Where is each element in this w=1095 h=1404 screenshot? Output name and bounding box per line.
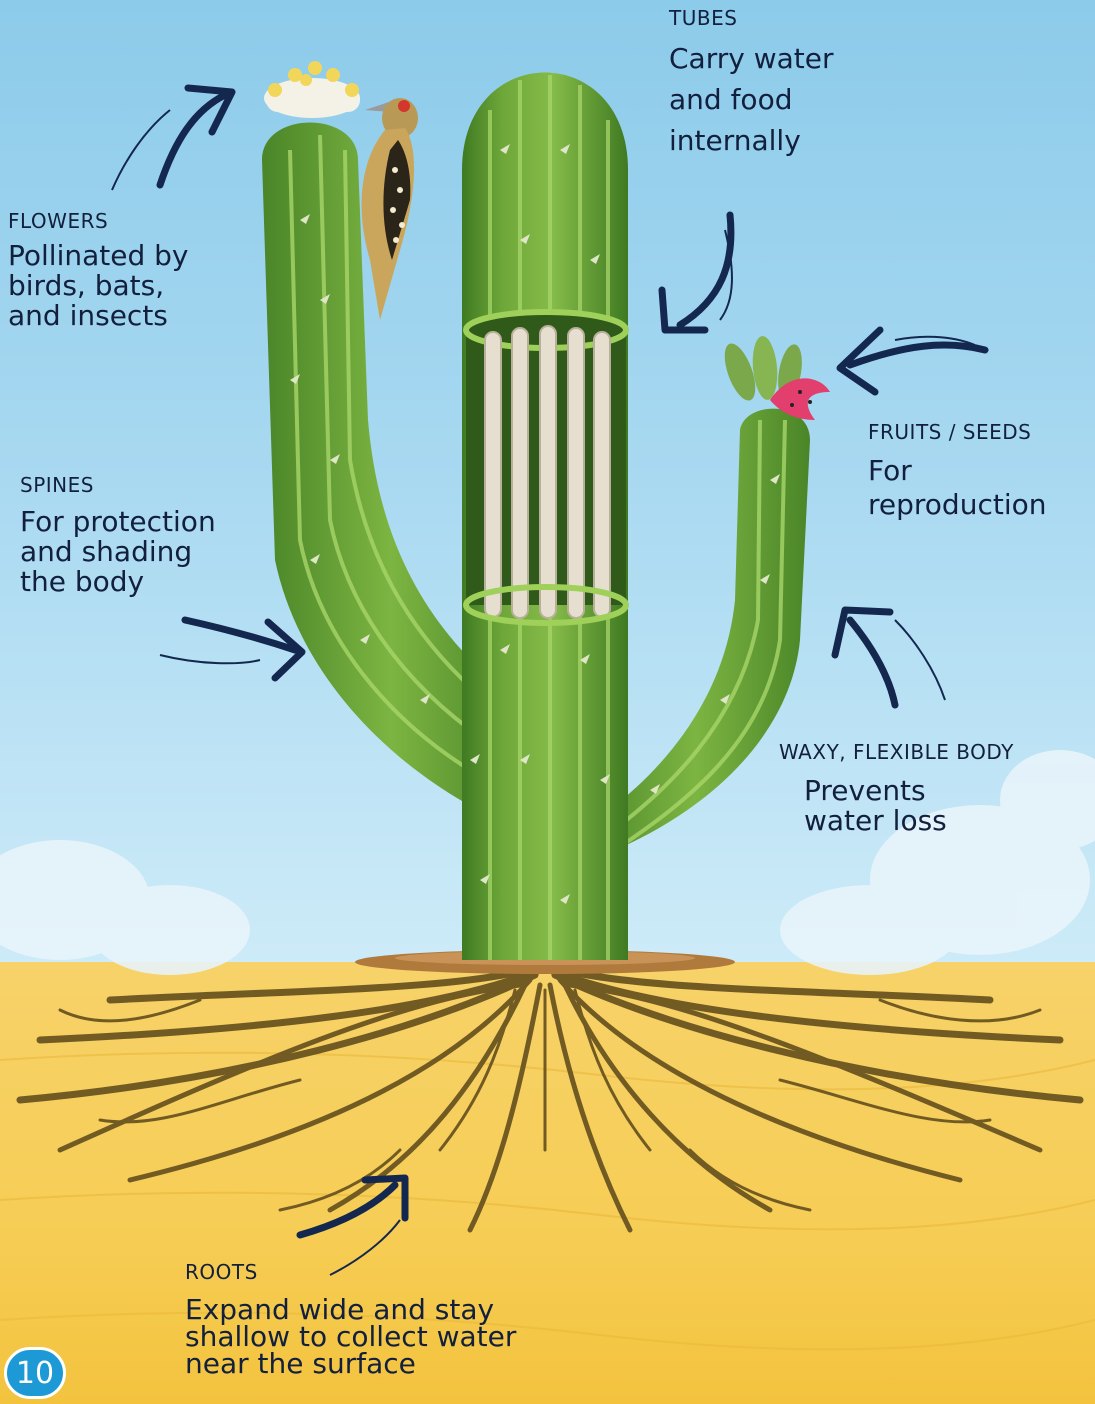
- page-number-badge: 10: [4, 1347, 66, 1399]
- roots-desc: Expand wide and stay shallow to collect …: [185, 1296, 516, 1377]
- arrow-roots-icon: [300, 1185, 395, 1235]
- arrow-waxy-icon: [850, 620, 895, 705]
- waxy-desc: Prevents water loss: [804, 776, 1014, 836]
- fruits-title: FRUITS / SEEDS: [868, 420, 1046, 444]
- arrow-fruits-icon: [850, 345, 985, 365]
- tubes-desc: Carry water and food internally: [669, 38, 834, 161]
- fruits-desc: For reproduction: [868, 454, 1046, 522]
- flowers-title: FLOWERS: [8, 209, 188, 233]
- roots: [20, 965, 1080, 1230]
- tubes-cutaway: [466, 312, 626, 623]
- woodpecker-icon: [362, 98, 418, 320]
- spines-desc: For protection and shading the body: [20, 507, 216, 597]
- waxy-title: WAXY, FLEXIBLE BODY: [779, 740, 1014, 764]
- spines-title: SPINES: [20, 473, 216, 497]
- flowers-desc: Pollinated by birds, bats, and insects: [8, 241, 188, 331]
- label-flowers: FLOWERS Pollinated by birds, bats, and i…: [8, 209, 188, 331]
- sand-ripples: [0, 1053, 1095, 1350]
- fruit-icon: [718, 335, 830, 420]
- flower-icon: [264, 61, 360, 118]
- label-tubes: TUBES Carry water and food internally: [669, 6, 834, 161]
- label-spines: SPINES For protection and shading the bo…: [20, 473, 216, 597]
- roots-title: ROOTS: [185, 1260, 516, 1284]
- tubes-title: TUBES: [669, 6, 834, 30]
- label-fruits: FRUITS / SEEDS For reproduction: [868, 420, 1046, 522]
- label-roots: ROOTS Expand wide and stay shallow to co…: [185, 1260, 516, 1377]
- arrow-flowers-icon: [160, 95, 225, 185]
- arrow-tubes-icon: [680, 215, 731, 325]
- label-waxy-body: WAXY, FLEXIBLE BODY Prevents water loss: [779, 740, 1014, 836]
